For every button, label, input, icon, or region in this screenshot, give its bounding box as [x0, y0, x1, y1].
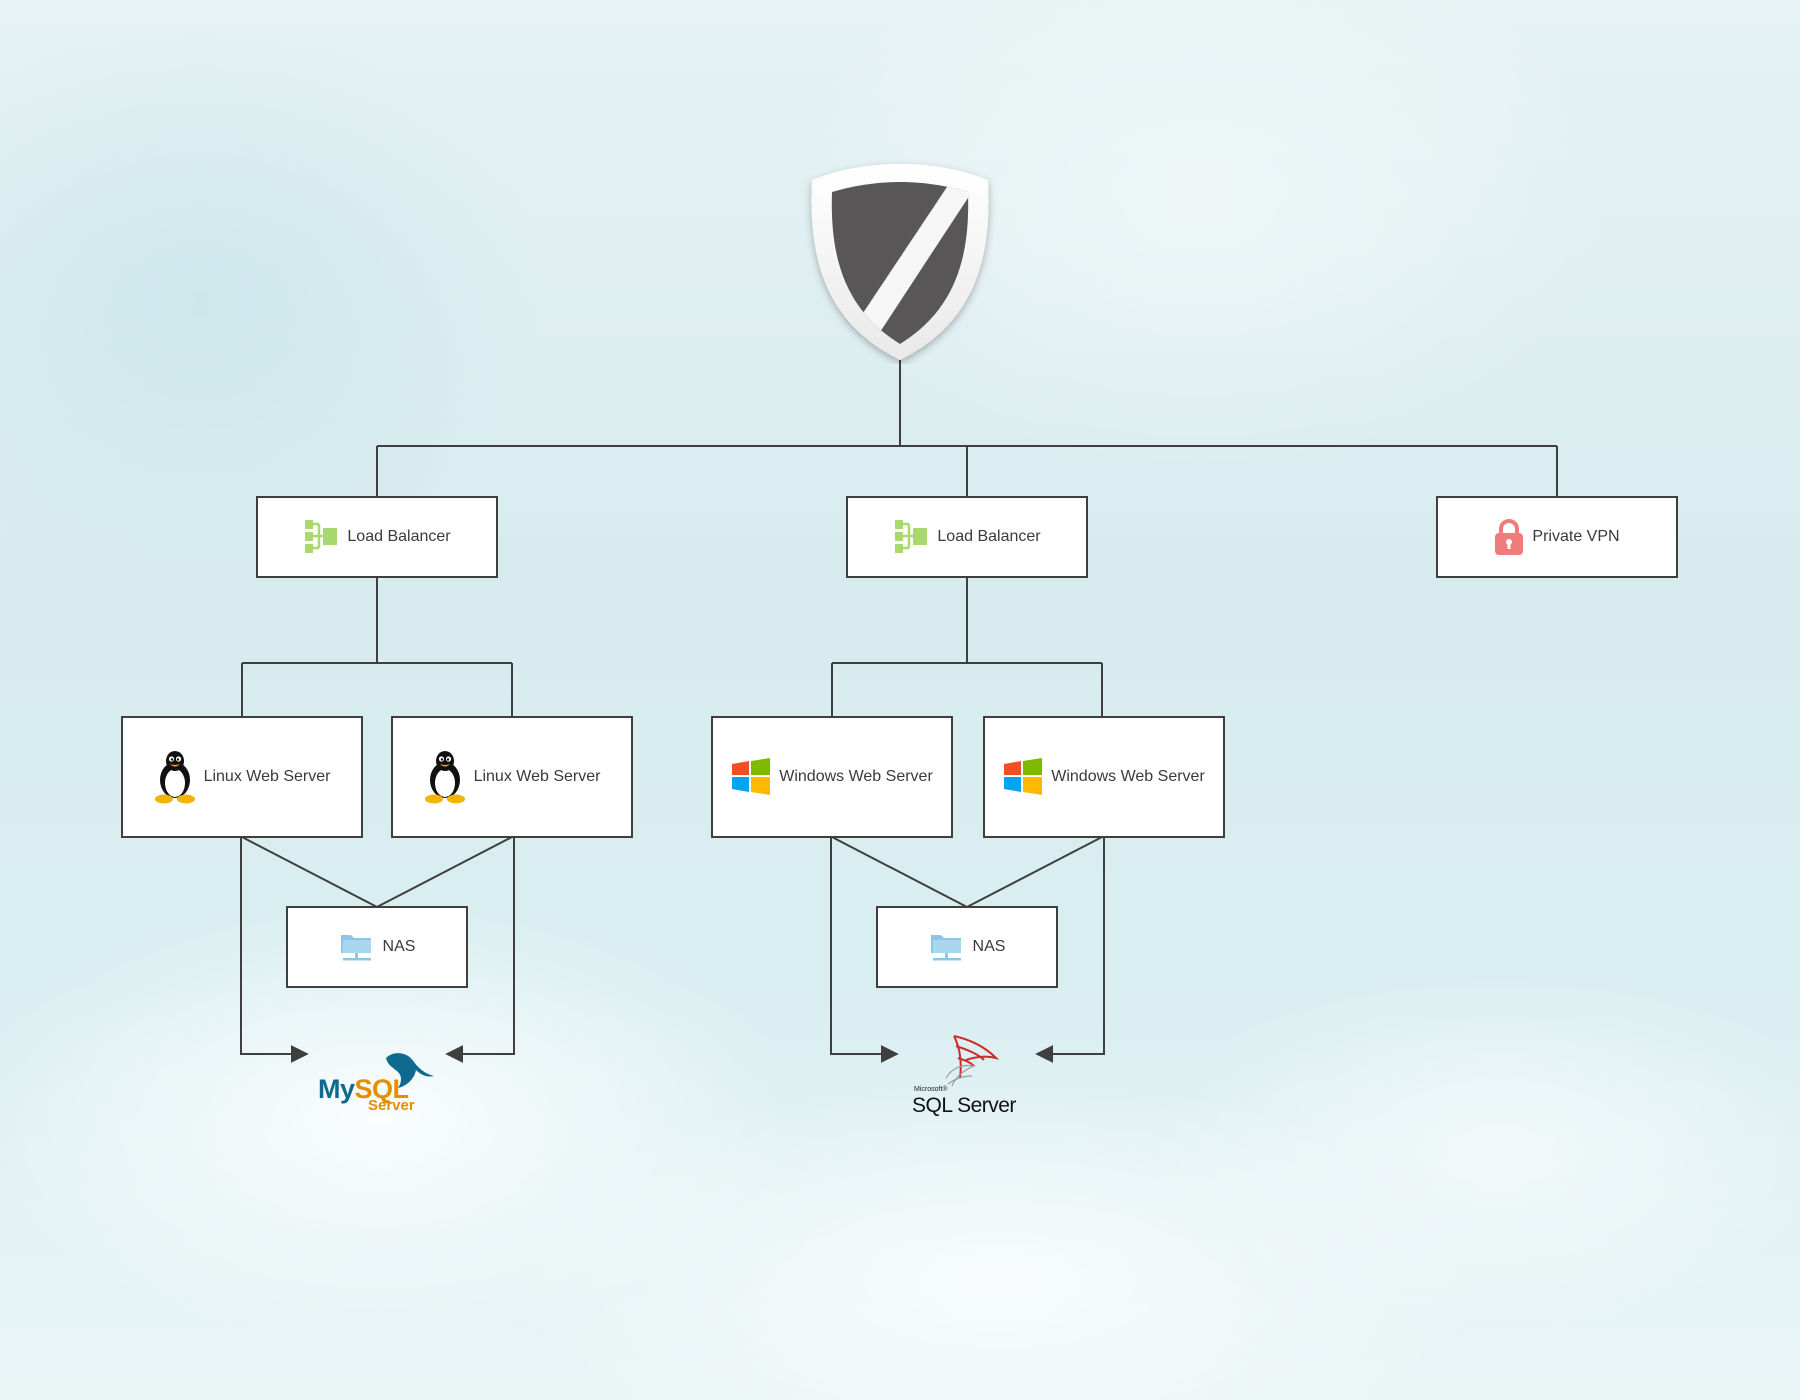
line-linux1-to-nas: [241, 836, 378, 908]
sql-server-helix-icon: [945, 1035, 1000, 1087]
windows-web-server-1-node[interactable]: Windows Web Server: [711, 716, 953, 838]
line-windows2-to-nas: [966, 836, 1103, 908]
load-balancer-center-label: Load Balancer: [937, 528, 1041, 545]
nas-left-label: NAS: [382, 938, 416, 955]
mysql-brand-my: My: [318, 1074, 355, 1104]
nas-right-label: NAS: [972, 938, 1006, 955]
load-balancer-center-node[interactable]: Load Balancer: [846, 496, 1088, 578]
private-vpn-node[interactable]: Private VPN: [1436, 496, 1678, 578]
load-balancer-icon: [303, 518, 339, 556]
windows-web-server-2-label: Windows Web Server: [1051, 768, 1205, 785]
lock-icon: [1494, 518, 1524, 556]
nas-folder-icon: [339, 931, 375, 963]
windows-logo-icon: [1003, 758, 1043, 796]
linux-tux-icon: [154, 750, 196, 804]
mysql-brand-sql: SQL: [354, 1074, 410, 1104]
mysql-dolphin-icon: [386, 1053, 434, 1088]
windows-web-server-1-label: Windows Web Server: [779, 768, 933, 785]
mysql-brand-server: Server: [368, 1097, 415, 1114]
linux-web-server-1-label: Linux Web Server: [203, 768, 331, 785]
load-balancer-left-node[interactable]: Load Balancer: [256, 496, 498, 578]
arrow-linux2-to-mysql: [445, 837, 515, 1063]
line-linux2-to-nas: [376, 836, 513, 908]
linux-web-server-2-label: Linux Web Server: [473, 768, 601, 785]
arrow-windows2-to-sqlserver: [1035, 837, 1105, 1063]
arrow-linux1-to-mysql: [240, 837, 309, 1063]
linux-tux-icon: [424, 750, 466, 804]
linux-web-server-1-node[interactable]: Linux Web Server: [121, 716, 363, 838]
mysql-server-logo: MySQL Server: [316, 1040, 436, 1115]
sql-server-logo: Microsoft® SQL Server: [908, 1034, 1018, 1120]
windows-logo-icon: [731, 758, 771, 796]
nas-left-node[interactable]: NAS: [286, 906, 468, 988]
line-windows1-to-nas: [831, 836, 968, 908]
linux-web-server-2-node[interactable]: Linux Web Server: [391, 716, 633, 838]
load-balancer-left-label: Load Balancer: [347, 528, 451, 545]
sql-server-maker: Microsoft®: [914, 1086, 948, 1093]
shield-icon: [803, 158, 997, 364]
nas-right-node[interactable]: NAS: [876, 906, 1058, 988]
nas-folder-icon: [929, 931, 965, 963]
sql-server-product: SQL Server: [912, 1094, 1016, 1117]
private-vpn-label: Private VPN: [1532, 528, 1620, 545]
load-balancer-icon: [893, 518, 929, 556]
arrow-windows1-to-sqlserver: [830, 837, 899, 1063]
windows-web-server-2-node[interactable]: Windows Web Server: [983, 716, 1225, 838]
